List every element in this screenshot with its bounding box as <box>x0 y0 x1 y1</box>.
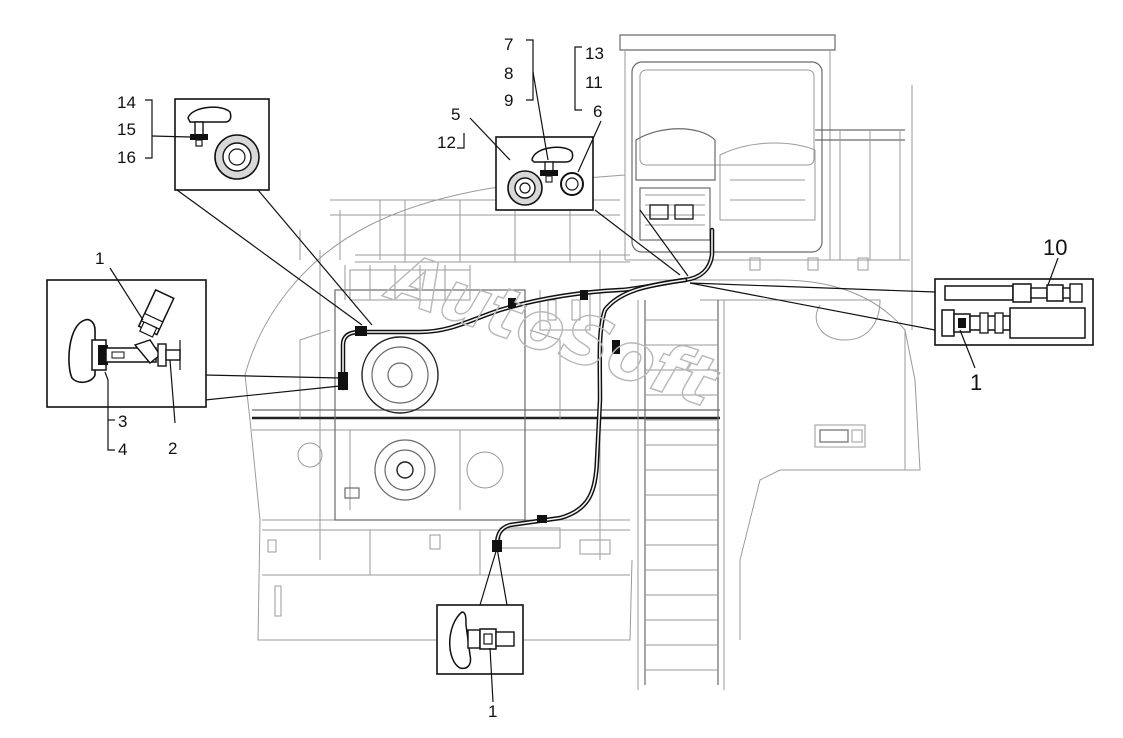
callout-6: 6 <box>593 102 602 121</box>
callout-12: 12 <box>437 133 456 152</box>
callout-16: 16 <box>117 148 136 167</box>
machine-outline <box>244 34 921 690</box>
callout-1-right: 1 <box>970 370 982 395</box>
callout-14: 14 <box>117 93 136 112</box>
callout-15: 15 <box>117 120 136 139</box>
callout-1-left: 1 <box>95 249 104 268</box>
callout-9: 9 <box>504 91 513 110</box>
callout-3: 3 <box>118 412 127 431</box>
callout-2: 2 <box>168 439 177 458</box>
leader-lines <box>176 189 936 606</box>
callout-10: 10 <box>1043 235 1067 260</box>
inset-fittings-right <box>934 257 1094 369</box>
callout-13: 13 <box>585 44 604 63</box>
hose-lines <box>338 227 715 552</box>
callout-8: 8 <box>504 64 513 83</box>
ladder-rungs <box>645 319 718 671</box>
inset-tee-fitting-top-center <box>457 39 602 211</box>
inset-valve-left <box>46 267 207 451</box>
inset-elbow-fitting-bottom <box>436 604 524 703</box>
callout-5: 5 <box>451 105 460 124</box>
callout-labels: 14 15 16 7 8 9 13 11 6 5 12 1 3 4 2 10 1… <box>95 35 1067 721</box>
callout-1-bottom: 1 <box>488 702 497 721</box>
callout-4: 4 <box>118 440 127 459</box>
callout-11: 11 <box>585 73 603 92</box>
callout-7: 7 <box>504 35 513 54</box>
inset-bulkhead-fitting-top-left <box>145 98 270 191</box>
